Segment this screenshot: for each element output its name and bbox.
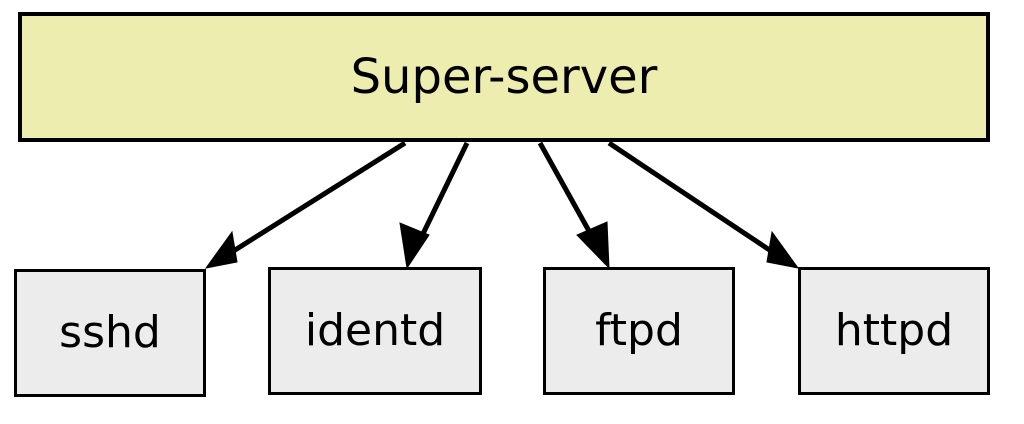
edge-super-server-to-sshd <box>204 140 407 269</box>
node-sshd-label: sshd <box>59 307 161 358</box>
edge-super-server-to-ftpd <box>537 141 610 270</box>
edge-line-ftpd <box>537 141 597 242</box>
arrowhead-ftpd <box>576 221 610 270</box>
edge-super-server-to-identd <box>399 141 470 270</box>
node-super-server-label: Super-server <box>350 49 658 105</box>
arrowhead-sshd <box>204 230 238 269</box>
node-httpd-label: httpd <box>834 305 954 356</box>
edge-line-sshd <box>222 140 407 260</box>
node-httpd[interactable]: httpd <box>798 267 990 395</box>
node-super-server[interactable]: Super-server <box>18 12 990 142</box>
edge-super-server-to-httpd <box>607 140 800 269</box>
arrowhead-identd <box>399 222 430 270</box>
edge-line-httpd <box>607 140 782 260</box>
node-identd[interactable]: identd <box>268 267 482 395</box>
node-ftpd-label: ftpd <box>595 305 683 356</box>
edge-line-identd <box>417 141 470 242</box>
node-ftpd[interactable]: ftpd <box>543 267 735 395</box>
node-identd-label: identd <box>304 305 446 356</box>
node-sshd[interactable]: sshd <box>14 269 206 397</box>
arrowhead-httpd <box>766 230 800 269</box>
